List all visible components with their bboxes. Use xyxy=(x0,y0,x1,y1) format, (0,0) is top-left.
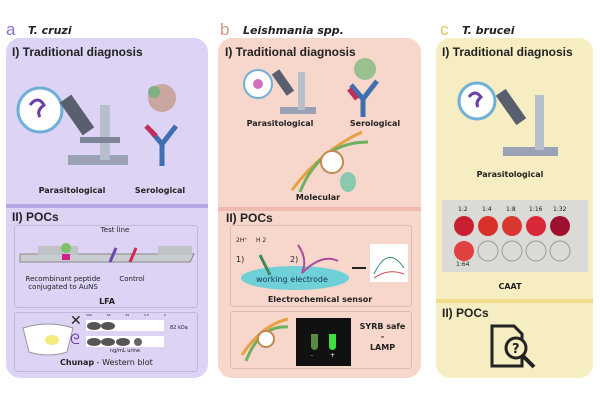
panel-c-traditional-title: I) Traditional diagnosis xyxy=(442,45,573,59)
section-divider xyxy=(218,207,421,211)
parasitological-label: Parasitological xyxy=(38,186,106,195)
microscope-icon xyxy=(243,69,316,114)
dilution-label: 1:4 xyxy=(482,206,492,213)
negative-x-icon: ✕ xyxy=(70,313,82,329)
minus-label: - xyxy=(311,353,313,359)
svg-text:?: ? xyxy=(512,342,520,357)
panel-b-letter: b xyxy=(220,20,230,39)
lane-label: 0.5 xyxy=(144,313,150,317)
dna-magnifier-icon xyxy=(290,130,369,193)
diaper-icon xyxy=(22,323,74,356)
western-blot-box xyxy=(14,312,198,372)
section-divider xyxy=(436,299,593,303)
test-line-label: Test line xyxy=(100,226,130,234)
peptide-label: Recombinant peptide conjugated to AuNS xyxy=(25,275,101,291)
western-blot-text: - Western blot xyxy=(94,358,153,367)
control-label: Control xyxy=(119,275,145,283)
lamp-line1: SYRB safe xyxy=(359,322,406,331)
panel-b-pocs-title: II) POCs xyxy=(226,211,273,225)
lamp-label: SYRB safe - LAMP xyxy=(354,322,411,353)
lamp-box xyxy=(230,311,412,369)
electrochemical-box xyxy=(230,225,412,307)
lane-label: 25 xyxy=(125,313,130,317)
dilution-label: 1:2 xyxy=(458,206,468,213)
panel-a-organism: T. cruzi xyxy=(28,24,72,37)
microscope-icon xyxy=(16,86,128,165)
parasitological-label: Parasitological xyxy=(476,170,544,179)
molecular-label: Molecular xyxy=(295,193,341,202)
antibody-icon xyxy=(144,84,178,166)
dilution-label: 1:64 xyxy=(456,261,470,268)
lamp-tubes-photo: - + xyxy=(296,318,351,366)
plus-label: + xyxy=(330,352,336,359)
positive-tube xyxy=(329,334,336,350)
dna-magnifier-icon xyxy=(240,317,289,362)
parasite-icon: ᘓ xyxy=(70,332,80,348)
chunap-label: Chunap xyxy=(60,358,95,367)
negative-tube xyxy=(311,334,318,350)
panel-c-pocs-title: II) POCs xyxy=(442,306,489,320)
western-blot-label: Chunap - Western blot xyxy=(60,358,153,367)
lane-label: 500 xyxy=(86,313,92,317)
dilution-label: 1:32 xyxy=(553,206,567,213)
kda-label: 82 kDa xyxy=(170,325,188,331)
parasitological-label: Parasitological xyxy=(246,119,314,128)
serological-label: Serological xyxy=(349,119,401,128)
step-1-label: 1) xyxy=(236,255,245,264)
lfa-strip xyxy=(19,243,195,263)
section-divider xyxy=(6,204,208,208)
panel-a-traditional-title: I) Traditional diagnosis xyxy=(12,45,143,59)
panel-a-letter: a xyxy=(6,20,16,39)
dilution-label: 1:16 xyxy=(529,206,543,213)
antibody-icon xyxy=(347,58,379,117)
lamp-line3: LAMP xyxy=(369,342,396,352)
working-electrode-label: working electrode xyxy=(256,275,328,284)
lfa-box xyxy=(14,225,198,308)
dilution-label: 1:8 xyxy=(506,206,516,213)
panel-b-traditional-title: I) Traditional diagnosis xyxy=(225,45,356,59)
lane-label: 0 xyxy=(164,313,166,317)
panel-a-pocs-title: II) POCs xyxy=(12,210,59,224)
panel-c-letter: c xyxy=(440,20,449,39)
caat-plate: 1:2 1:4 1:8 1:16 1:32 1:64 xyxy=(442,200,588,272)
blot-lanes xyxy=(86,320,164,347)
electrode-diagram xyxy=(241,244,408,290)
panel-b-organism: Leishmania spp. xyxy=(243,24,344,37)
caat-wells xyxy=(454,216,571,262)
lane-label: 50 xyxy=(106,313,111,317)
panel-c-organism: T. brucei xyxy=(462,24,515,37)
caat-label: CAAT xyxy=(498,282,522,291)
reaction-right: H 2 xyxy=(256,237,267,244)
step-2-label: 2) xyxy=(290,255,299,264)
document-search-icon: ? xyxy=(490,324,536,369)
electrochemical-sensor-label: Electrochemical sensor xyxy=(267,295,373,304)
serological-label: Serological xyxy=(134,186,186,195)
lamp-line2: - xyxy=(380,332,385,342)
reaction-left: 2H⁺ xyxy=(236,237,248,244)
unit-label: ng/mL urine xyxy=(109,348,141,354)
lfa-label: LFA xyxy=(99,297,115,306)
microscope-icon xyxy=(457,81,558,156)
lane-labels: 500 50 25 0.5 0 xyxy=(86,313,166,317)
